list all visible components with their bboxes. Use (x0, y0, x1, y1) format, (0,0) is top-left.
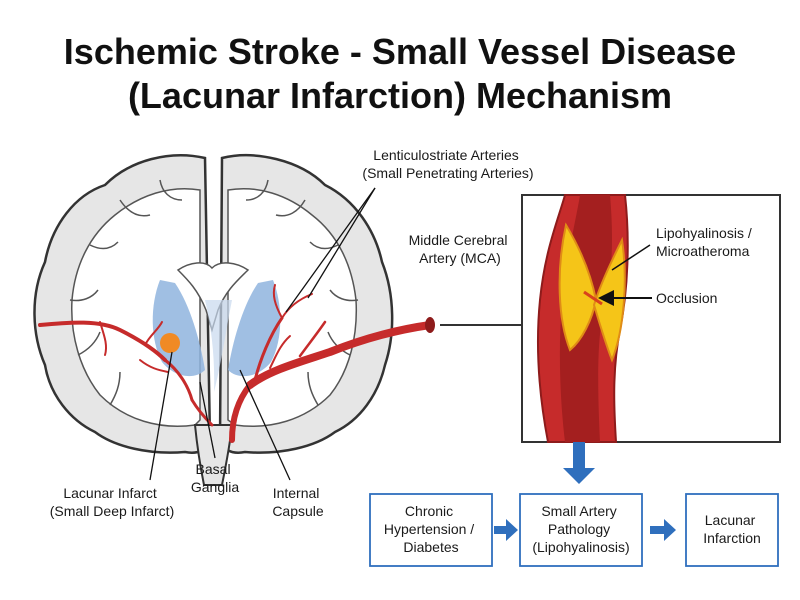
flow-box-artery-pathology (519, 493, 643, 567)
plaque-left (558, 222, 598, 352)
basal-ganglia-label: Basal Ganglia (191, 461, 239, 495)
flow-arrow-2 (650, 519, 676, 541)
flow-arrow-1 (494, 519, 518, 541)
lacunar-infarct-spot (160, 333, 180, 353)
mca-main-trunk (246, 321, 434, 389)
lipohyalinosis-pointer (611, 244, 651, 271)
mca-descending-branch (229, 382, 253, 443)
brain-illustration (33, 154, 435, 486)
internal-capsule-label: Internal Capsule (272, 485, 324, 519)
mca-cut-end (425, 317, 435, 333)
title-line-1: Ischemic Stroke - Small Vessel Disease (63, 31, 737, 72)
internal-capsule-region (205, 300, 232, 392)
basal-ganglia-right (228, 280, 281, 377)
lipohyalinosis-label: Lipohyalinosis / Microatheroma (656, 225, 756, 259)
lateral-ventricles (176, 262, 250, 333)
basal-ganglia-left (152, 280, 205, 377)
flow-box-lacunar-infarction-text: Lacunar Infarction (703, 512, 761, 546)
leader-lines (149, 187, 376, 481)
pathway-flowchart: Chronic Hypertension / Diabetes Small Ar… (369, 442, 779, 567)
left-artery-branch (38, 320, 167, 362)
flow-box-lacunar-infarction (685, 493, 779, 567)
flow-box-hypertension (369, 493, 493, 567)
flow-box-artery-pathology-text: Small Artery Pathology (Lipohyalinosis) (532, 503, 629, 555)
diagram-title: Ischemic Stroke - Small Vessel Disease (… (0, 30, 800, 118)
artery-zoom-panel: Lipohyalinosis / Microatheroma Occlusion (440, 194, 781, 443)
title-line-2: (Lacunar Infarction) Mechanism (127, 75, 673, 116)
flow-box-hypertension-text: Chronic Hypertension / Diabetes (384, 503, 478, 555)
lenticulostriate-label: Lenticulostriate Arteries (Small Penetra… (362, 147, 533, 181)
down-arrow (563, 442, 595, 484)
lacunar-infarct-label: Lacunar Infarct (Small Deep Infarct) (50, 485, 174, 519)
mca-label: Middle Cerebral Artery (MCA) (409, 232, 512, 266)
occlusion-label: Occlusion (656, 290, 717, 306)
